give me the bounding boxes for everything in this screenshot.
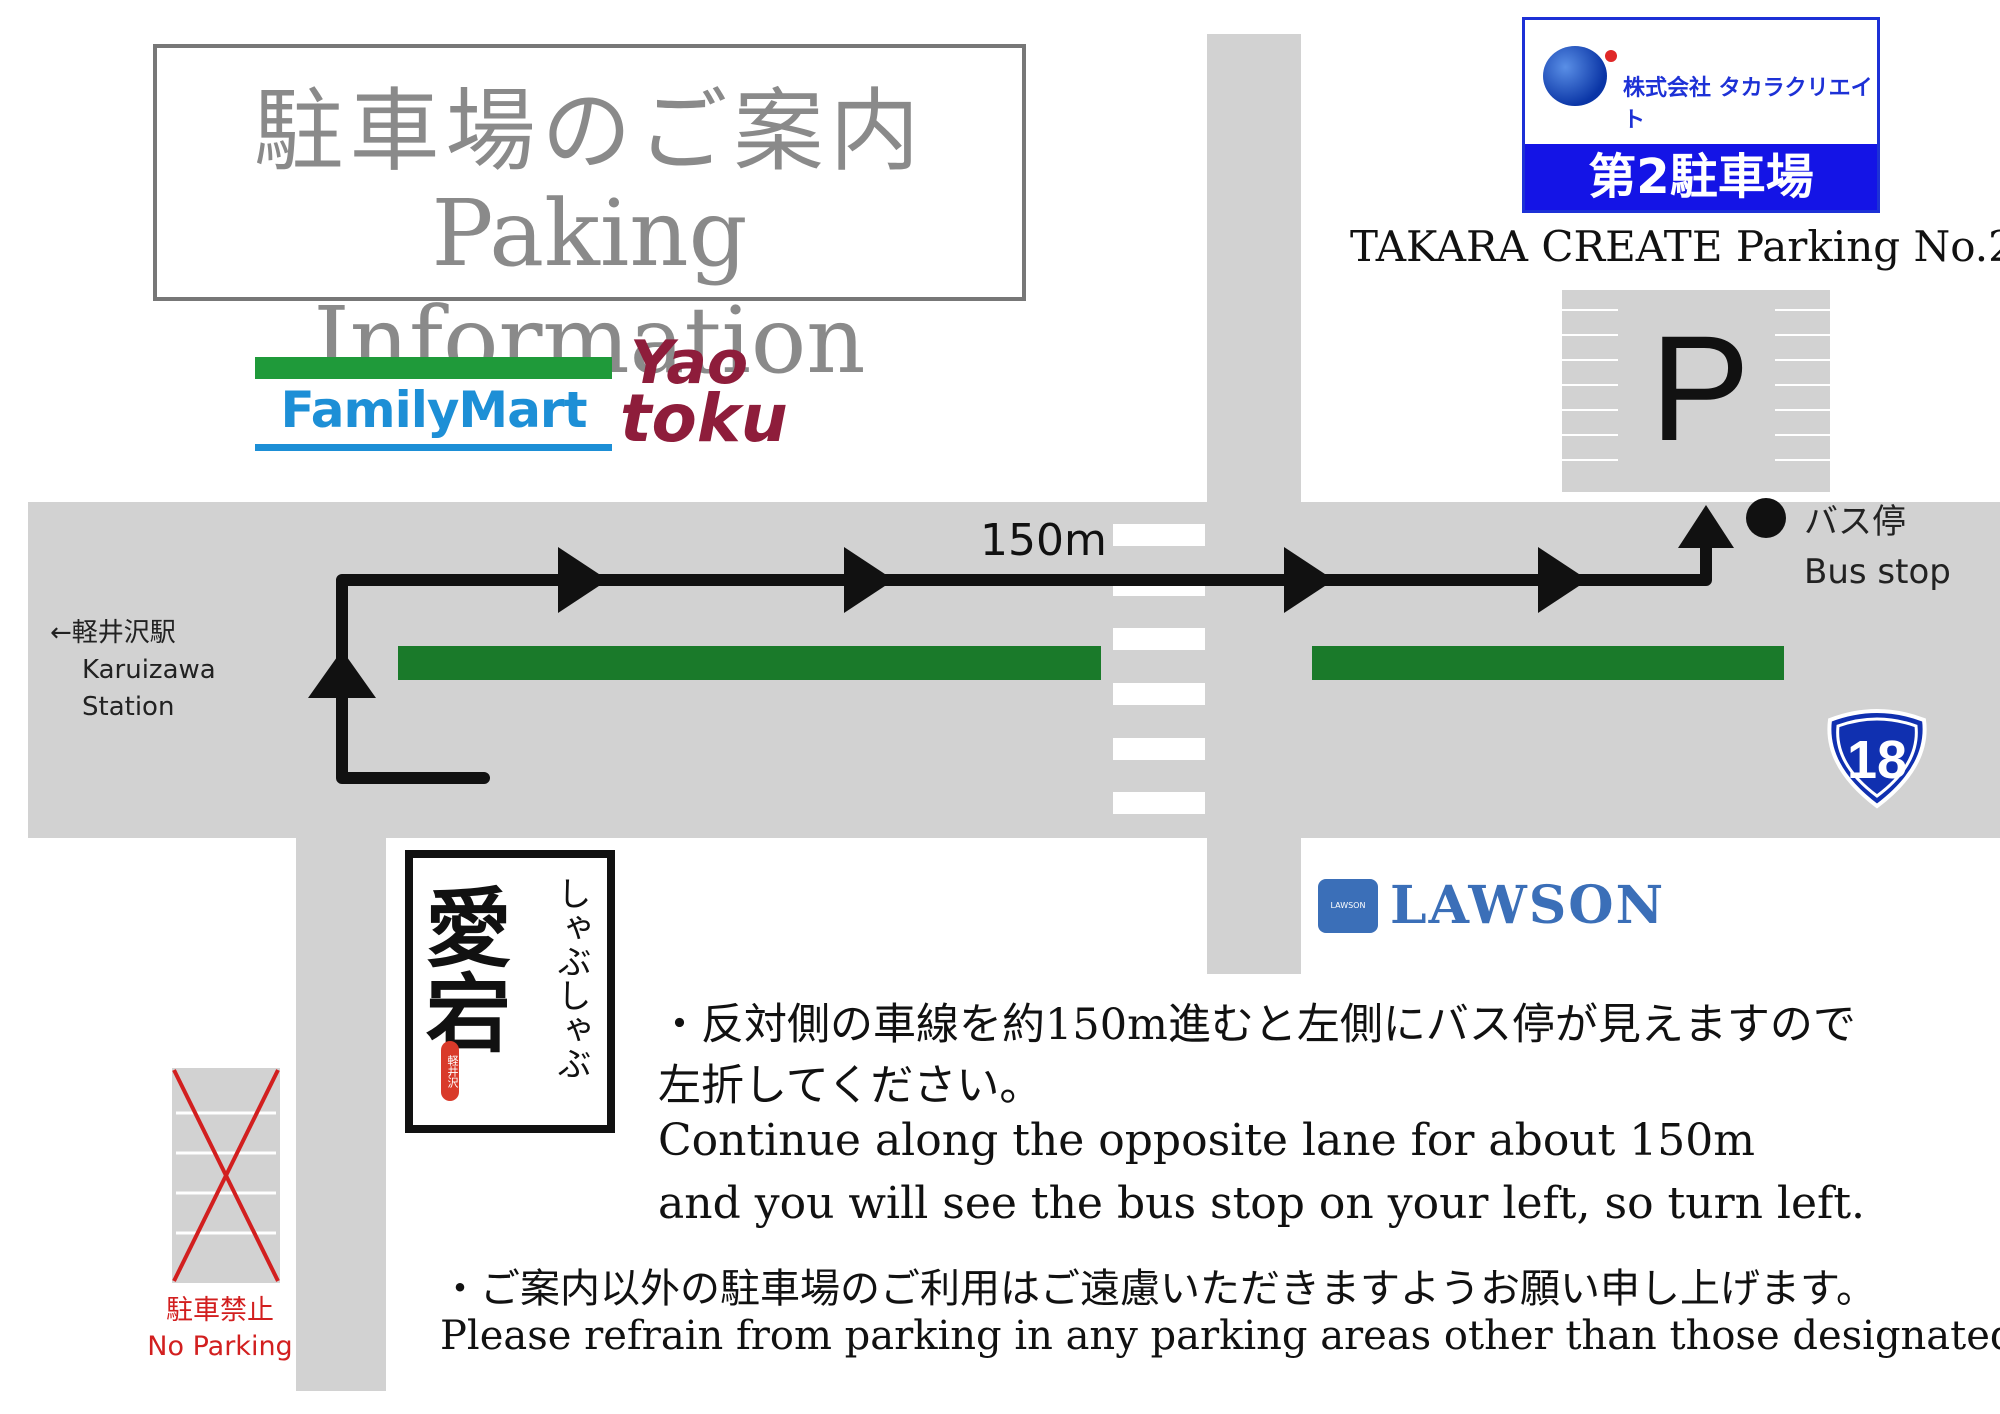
distance-label: 150m (980, 515, 1107, 566)
route-arrow-up-end (1678, 505, 1734, 548)
route-arrow (558, 547, 608, 613)
takara-company-name: 株式会社 タカラクリエイト (1623, 76, 1873, 133)
restaurant-seal: 軽井沢 (441, 1041, 459, 1101)
parking-lot (1562, 290, 1830, 492)
restaurant-subtitle: しゃぶしゃぶ (551, 876, 591, 1080)
familymart-logo: FamilyMart (255, 357, 612, 453)
route-path (308, 505, 1734, 784)
route-arrow-up-start (308, 650, 376, 698)
parking-symbol: P (1650, 304, 1750, 472)
parking-number-band: 第2駐車場 (1525, 144, 1877, 210)
takara-logo-dot-icon (1605, 50, 1617, 62)
parking-caption: TAKARA CREATE Parking No.2 (1350, 222, 2000, 271)
bus-stop-marker (1746, 498, 1786, 538)
directions-en-line1: Continue along the opposite lane for abo… (658, 1115, 1756, 1166)
familymart-blue-bar (255, 444, 612, 451)
median-west (398, 646, 1101, 680)
bus-stop-label-en: Bus stop (1804, 552, 1951, 592)
title-box (153, 44, 1026, 301)
yaotoku-line2: toku (620, 380, 788, 457)
takara-logo-icon (1543, 46, 1607, 106)
directions-jp-line1: ・反対側の車線を約150m進むと左側にバス停が見えますので (658, 1000, 1856, 1050)
bus-stop-label-jp: バス停 (1804, 502, 1906, 542)
no-parking-label-en: No Parking (147, 1331, 293, 1362)
bus-stop-label: バス停 Bus stop (1804, 497, 1951, 597)
station-label-jp: ←軽井沢駅 (50, 618, 176, 648)
takara-create-sign: 株式会社 タカラクリエイト 第2駐車場 (1522, 17, 1880, 213)
lawson-badge-icon: LAWSON STATION (1318, 879, 1378, 964)
directions-jp-line2: 左折してください。 (658, 1061, 1043, 1111)
yaotoku-line1: Yao (630, 328, 749, 398)
south-road (296, 838, 386, 1391)
route-shield-icon: 18 (1827, 709, 1927, 809)
familymart-wordmark: FamilyMart (280, 381, 588, 439)
parking-note-en: Please refrain from parking in any parki… (440, 1313, 2000, 1359)
yaotoku-logo: Yao toku (620, 333, 788, 465)
station-label-en-2: Station (82, 692, 175, 722)
no-parking-label: 駐車禁止 No Parking (140, 1293, 300, 1365)
lawson-logo: LAWSON STATION LAWSON (1318, 875, 1678, 964)
no-parking-label-jp: 駐車禁止 (166, 1295, 274, 1326)
no-parking-lot (172, 1068, 280, 1283)
route-number: 18 (1847, 730, 1907, 790)
route-arrow (1284, 547, 1334, 613)
route-arrow (1538, 547, 1588, 613)
restaurant-name: 愛宕 (410, 883, 511, 1055)
page-title-jp: 駐車場のご案内 (253, 79, 926, 184)
lawson-wordmark: LAWSON (1390, 875, 1666, 936)
median-east (1312, 646, 1784, 680)
familymart-green-bar (255, 357, 612, 379)
restaurant-sign: 愛宕 しゃぶしゃぶ 軽井沢 (405, 850, 615, 1133)
parking-note-jp: ・ご案内以外の駐車場のご利用はご遠慮いただきますようお願い申し上げます。 (440, 1266, 1876, 1312)
route-arrow (844, 547, 894, 613)
directions-en-line2: and you will see the bus stop on your le… (658, 1178, 1865, 1229)
no-parking-cross (172, 1069, 280, 1282)
station-label-en-1: Karuizawa (82, 655, 216, 685)
station-label: ←軽井沢駅 Karuizawa Station (50, 615, 216, 726)
